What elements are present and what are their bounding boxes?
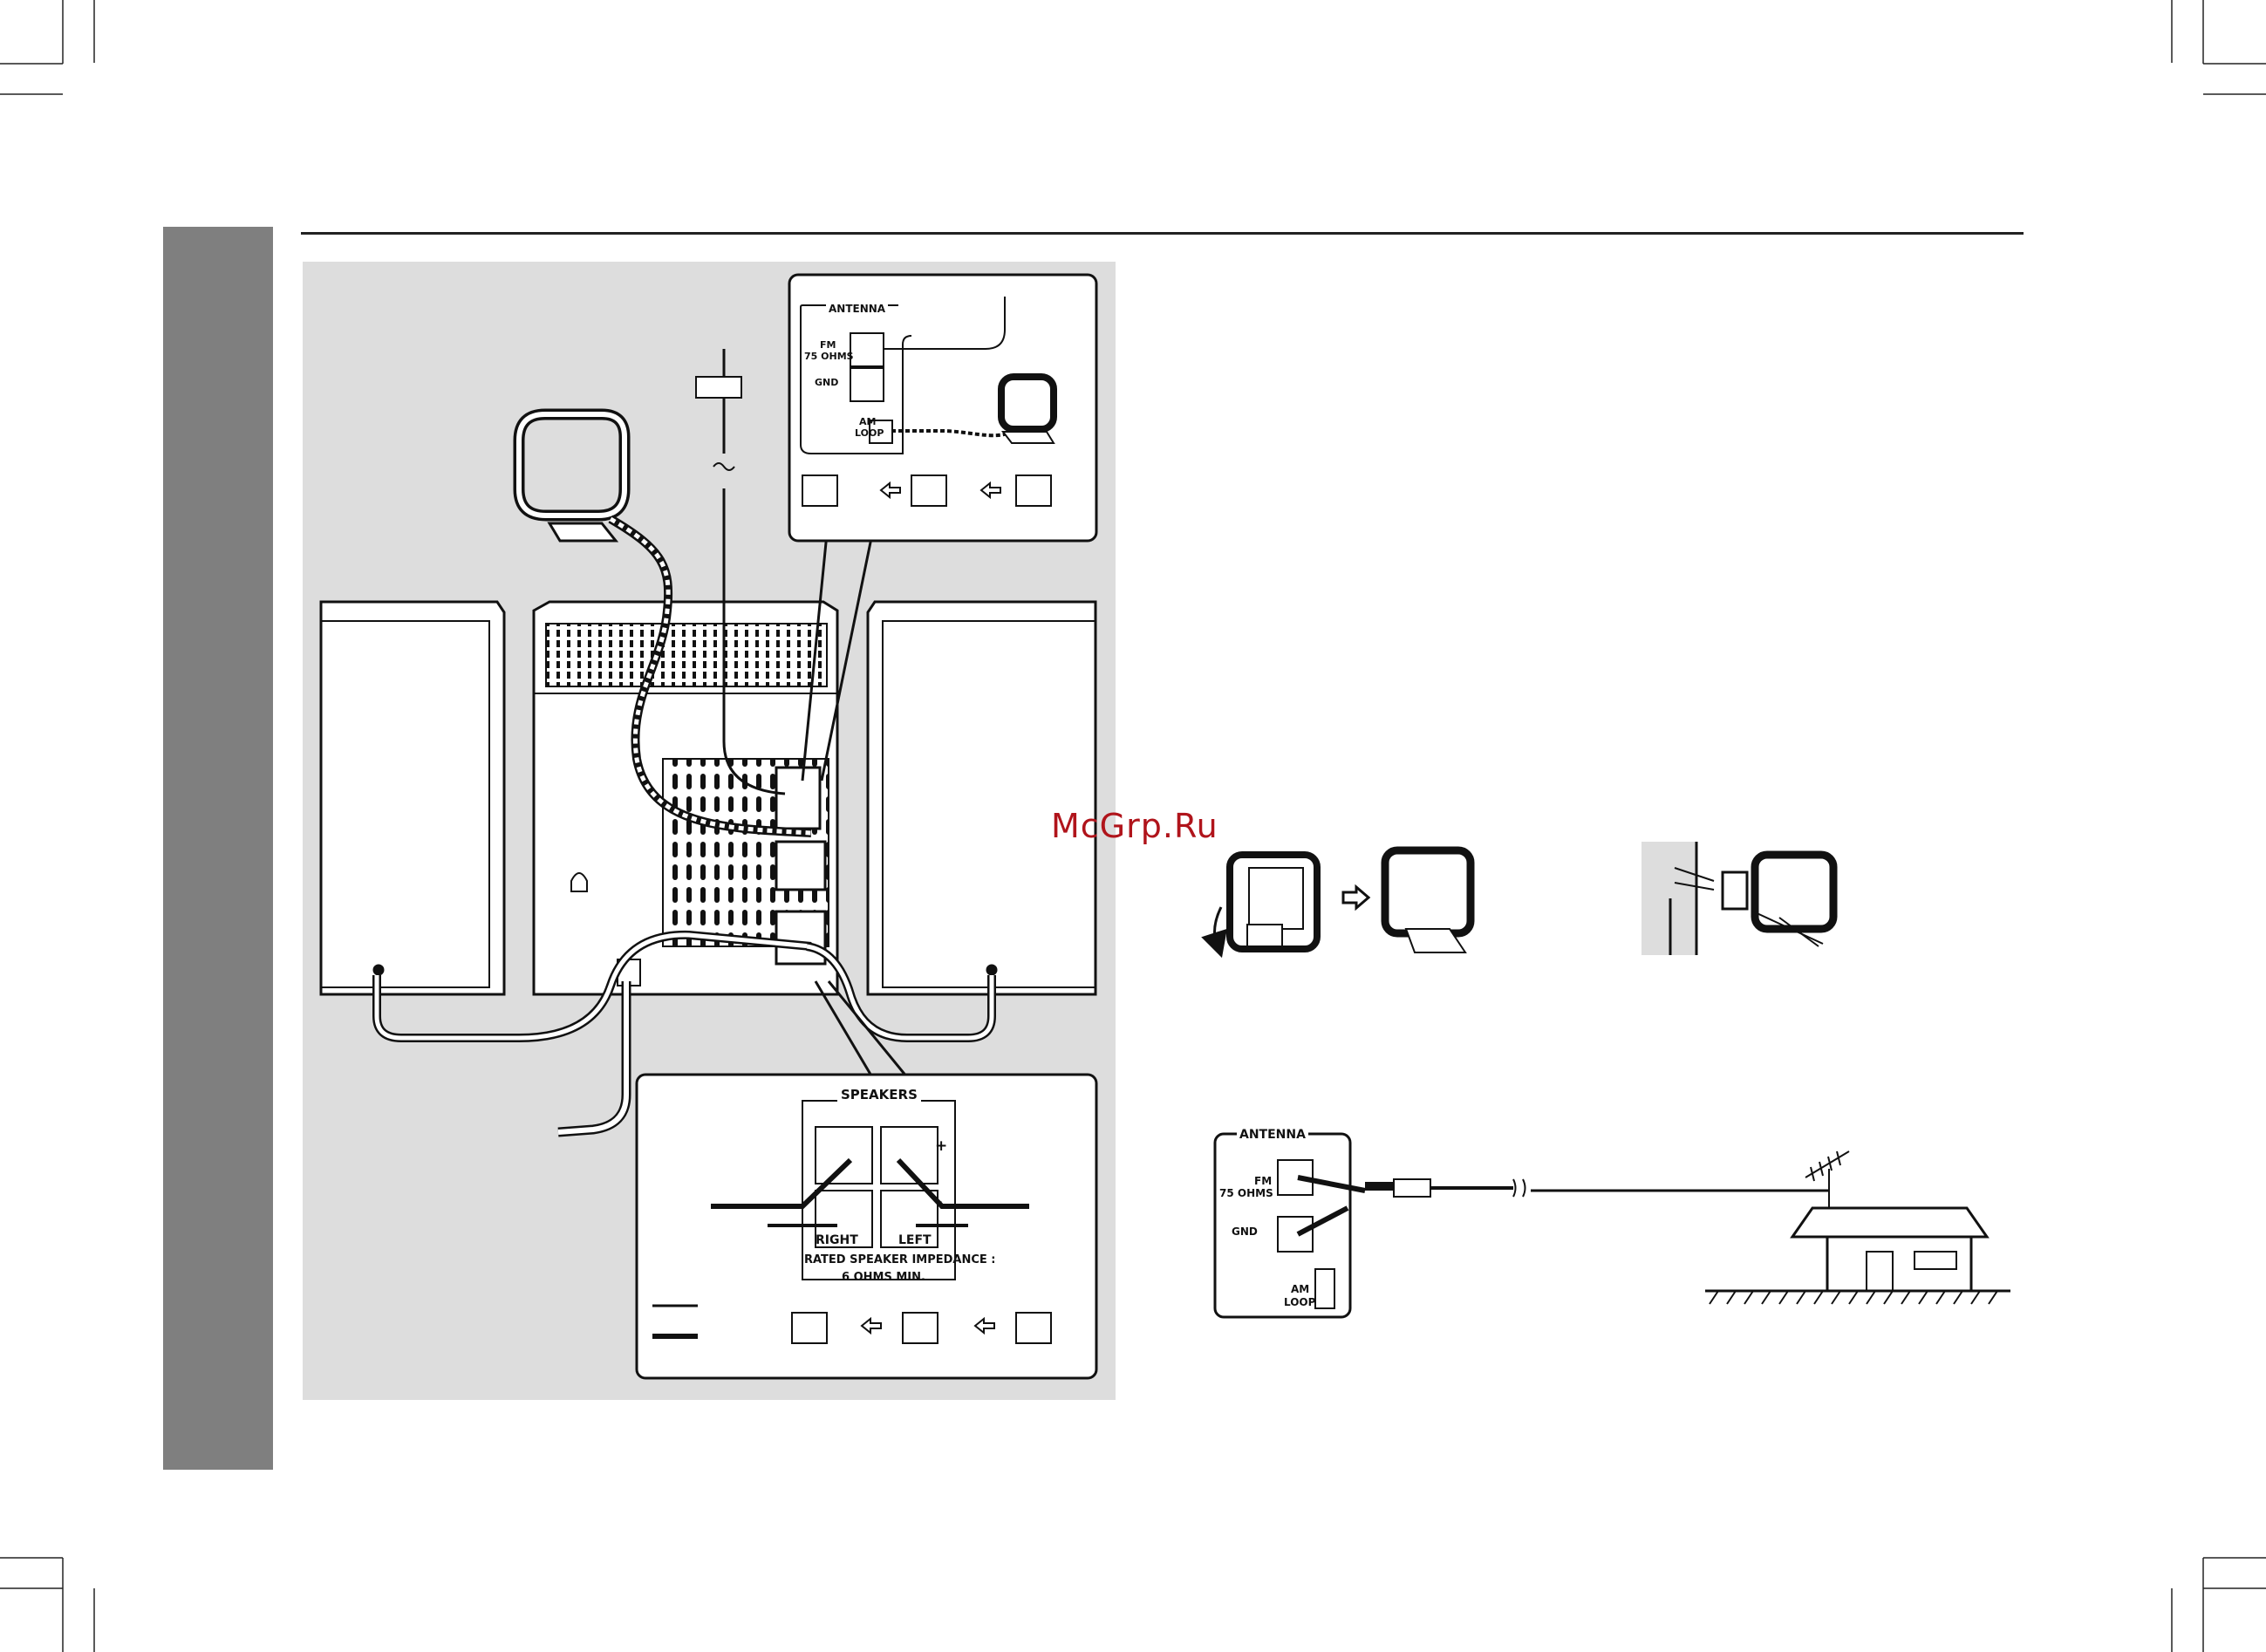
am-loop-stand-assembly [1204,850,1471,955]
outdoor-antenna-title: ANTENNA [1237,1129,1308,1141]
am-loop-label: LOOP [855,428,884,438]
impedance-line-1: RATED SPEAKER IMPEDANCE : [804,1254,996,1266]
outdoor-fm-label: FM [1254,1176,1272,1186]
left-channel-label: LEFT [898,1234,932,1246]
minus-terminal-label: – [935,1195,943,1210]
ground-line [1705,1291,2010,1304]
speakers-title: SPEAKERS [837,1089,921,1102]
outdoor-am-label: AM [1291,1284,1309,1294]
house-illustration [1792,1208,1987,1291]
plus-terminal-label: + [935,1139,947,1154]
outdoor-fm-antenna [1805,1151,1849,1212]
fm-label: FM [820,340,836,350]
outdoor-fm-ohms-label: 75 OHMS [1219,1188,1273,1198]
antenna-title: ANTENNA [826,304,888,314]
outdoor-am-loop-label: LOOP [1284,1297,1315,1307]
am-label: AM [859,417,876,427]
watermark: McGrp.Ru [1051,807,1218,845]
fm-ohms-label: 75 OHMS [804,352,854,361]
am-loop-wall-mount [1641,842,1833,955]
right-channel-label: RIGHT [816,1234,858,1246]
gnd-label: GND [815,378,838,387]
impedance-line-2: 6 OHMS MIN. [842,1272,925,1283]
outdoor-antenna-cable [1365,1179,1829,1197]
outdoor-gnd-label: GND [1232,1226,1258,1237]
